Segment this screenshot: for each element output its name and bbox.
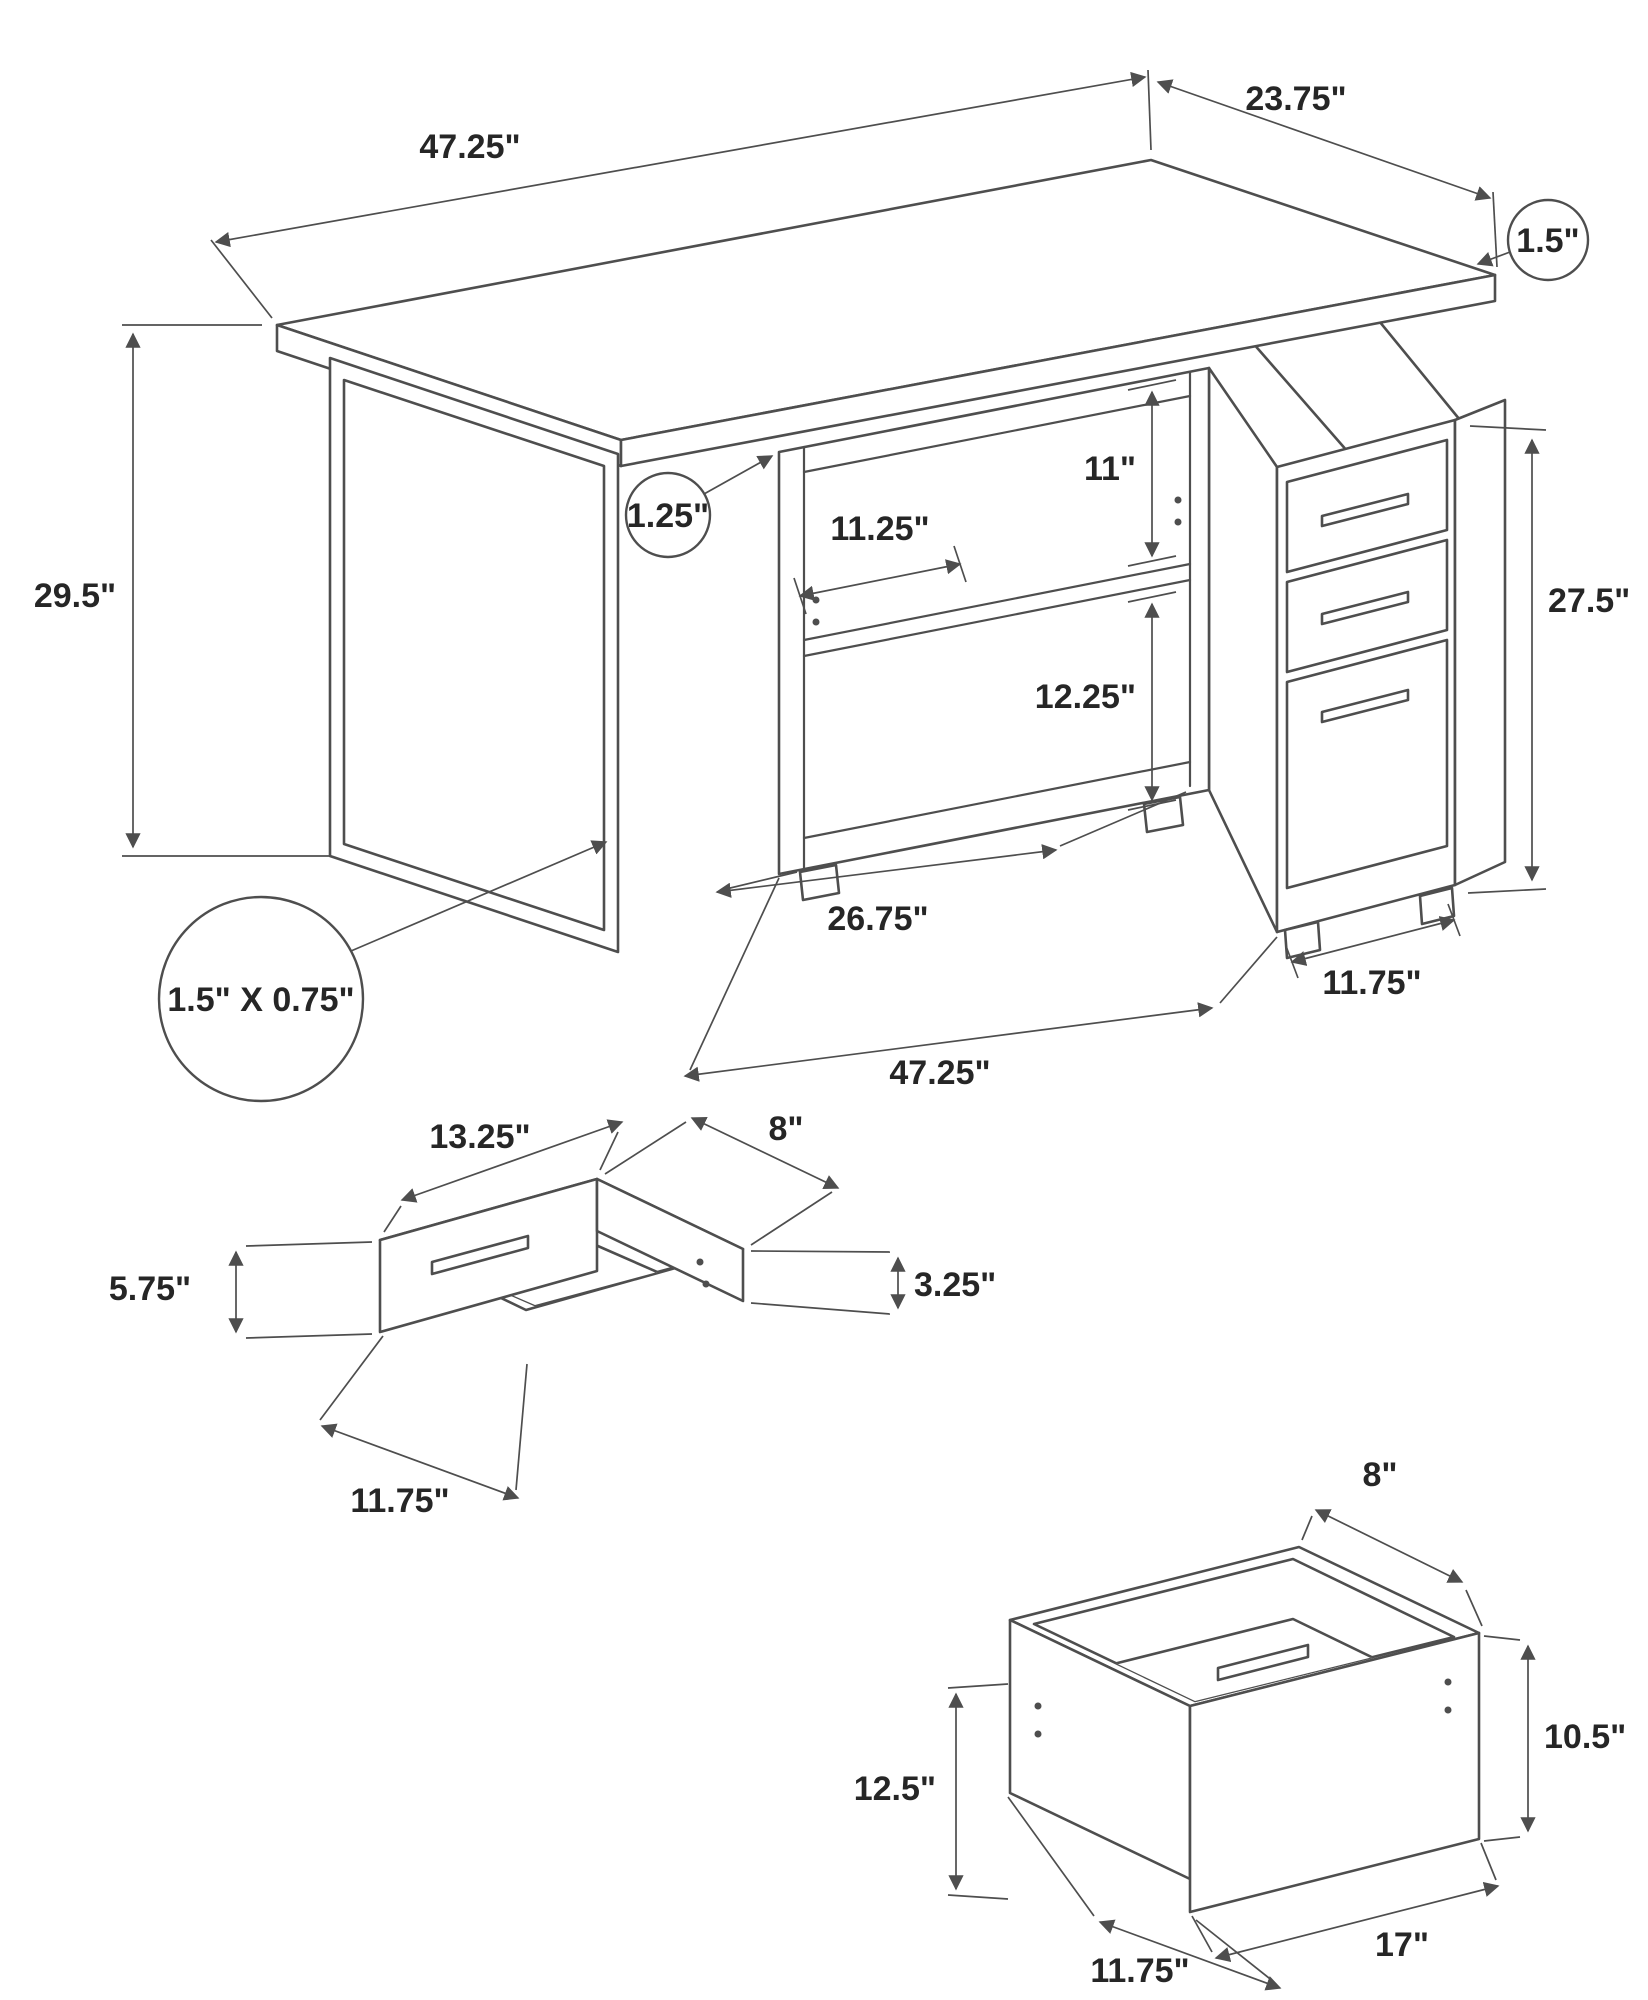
shelf-pin-hole <box>812 596 820 604</box>
drawer-handle <box>1320 688 1410 724</box>
large-drawer-handle <box>1216 1643 1310 1682</box>
desktop-front-edge <box>619 273 1497 468</box>
dim-large-drawer-front-height: 12.5" <box>854 1683 1009 1900</box>
dim-desk-top-depth: 23.75" <box>1156 79 1498 268</box>
leg-frame-inner <box>342 378 606 932</box>
credenza-top-panel <box>802 394 1192 474</box>
pedestal-side <box>1453 398 1507 887</box>
dim-small-drawer-width: 13.25" <box>383 1118 624 1233</box>
callout-circle <box>624 471 712 559</box>
dim-pedestal-height: 27.5" <box>1467 425 1630 894</box>
main-desk-drawing <box>275 158 1507 960</box>
dim-label-large-front-height: 12.5" <box>854 1770 936 1808</box>
screw-hole <box>1444 1706 1452 1714</box>
dim-label-lower-cubby: 12.25" <box>1035 678 1136 716</box>
middle-shelf-bottom <box>802 578 1192 658</box>
dim-desk-top-width: 47.25" <box>210 69 1152 319</box>
dim-label-small-depth: 8" <box>768 1110 803 1148</box>
dim-label-small-front-height: 5.75" <box>109 1270 191 1308</box>
dim-small-drawer-front-height: 5.75" <box>109 1241 373 1339</box>
callout-leg-profile: 1.5" X 0.75" <box>157 840 608 1103</box>
credenza-bottom-panel <box>802 760 1192 840</box>
dim-desk-height: 29.5" <box>34 324 330 857</box>
large-drawer-drawing: 8" 12.5" 10.5" 17" 11.75" <box>854 1456 1626 1991</box>
screw-hole <box>696 1258 704 1266</box>
callout-label-top-thickness: 1.5" <box>1516 222 1579 260</box>
pedestal-file-drawer <box>1285 638 1449 890</box>
callout-shelf-thickness: 1.25" <box>624 455 774 559</box>
dim-pedestal-width: 11.75" <box>1285 903 1461 1002</box>
screw-hole <box>1034 1730 1042 1738</box>
dim-return-length: 47.25" <box>683 877 1278 1092</box>
pedestal-foot <box>1283 920 1322 960</box>
dim-shelf-depth: 11.25" <box>793 510 967 615</box>
credenza-front <box>777 366 1211 876</box>
middle-shelf-top <box>802 562 1192 642</box>
dim-lower-cubby: 12.25" <box>1035 591 1177 811</box>
shelf-pin-hole <box>1174 496 1182 504</box>
dim-label-return-length: 47.25" <box>889 1054 990 1092</box>
dim-label-small-side-height: 3.25" <box>914 1266 996 1304</box>
dim-label-large-top-depth: 8" <box>1362 1456 1397 1494</box>
callout-top-thickness: 1.5" <box>1476 198 1590 282</box>
small-drawer-handle <box>430 1234 530 1276</box>
dim-label-shelf-depth: 11.25" <box>830 510 929 548</box>
dim-label-upper-cubby: 11" <box>1084 450 1136 488</box>
screw-hole <box>1444 1678 1452 1686</box>
shelf-pin-hole <box>812 618 820 626</box>
dim-large-drawer-top-depth: 8" <box>1301 1456 1483 1627</box>
dim-label-pedestal-height: 27.5" <box>1548 582 1630 620</box>
screw-hole <box>702 1280 710 1288</box>
dim-small-drawer-depth: 8" <box>604 1110 840 1246</box>
drawer-handle <box>1320 492 1410 528</box>
dim-label-small-bottom-width: 11.75" <box>350 1482 449 1520</box>
dim-upper-cubby: 11" <box>1084 379 1177 567</box>
dim-label-large-side-height: 10.5" <box>1544 1718 1626 1756</box>
dim-label-open-storage: 26.75" <box>827 900 928 938</box>
dim-label-small-width: 13.25" <box>429 1118 530 1156</box>
callout-label-leg-profile: 1.5" X 0.75" <box>167 981 354 1019</box>
drawer-handle <box>1320 590 1410 626</box>
pedestal-foot <box>1418 886 1456 926</box>
dim-small-drawer-side-height: 3.25" <box>750 1250 996 1315</box>
small-drawer-drawing: 13.25" 8" 5.75" 3.25" 11.75" <box>109 1110 996 1520</box>
dim-open-storage: 26.75" <box>715 791 1187 938</box>
callout-circle <box>1506 198 1590 282</box>
desk-dimensions: 47.25" 23.75" 1.5" 29.5" 1.25" <box>34 69 1630 1103</box>
dim-label-top-depth: 23.75" <box>1245 80 1346 118</box>
dim-large-drawer-side-height: 10.5" <box>1483 1635 1626 1842</box>
dim-large-drawer-bottom-width: 11.75" <box>1007 1796 1282 1991</box>
dim-label-top-width: 47.25" <box>419 128 520 166</box>
credenza-foot <box>798 863 841 902</box>
return-side-panel <box>1207 366 1279 934</box>
dim-label-large-bottom-length: 17" <box>1375 1926 1429 1964</box>
shelf-pin-hole <box>1174 518 1182 526</box>
small-drawer-side-wall <box>595 1177 745 1303</box>
large-drawer-front-panel <box>1188 1631 1481 1914</box>
dim-label-height: 29.5" <box>34 577 116 615</box>
dim-label-large-bottom-width: 11.75" <box>1090 1952 1189 1990</box>
callout-label-shelf-thickness: 1.25" <box>627 497 709 535</box>
callout-circle <box>157 895 365 1103</box>
screw-hole <box>1034 1702 1042 1710</box>
dim-small-drawer-bottom-width: 11.75" <box>319 1335 528 1520</box>
dim-label-pedestal-width: 11.75" <box>1322 964 1421 1002</box>
